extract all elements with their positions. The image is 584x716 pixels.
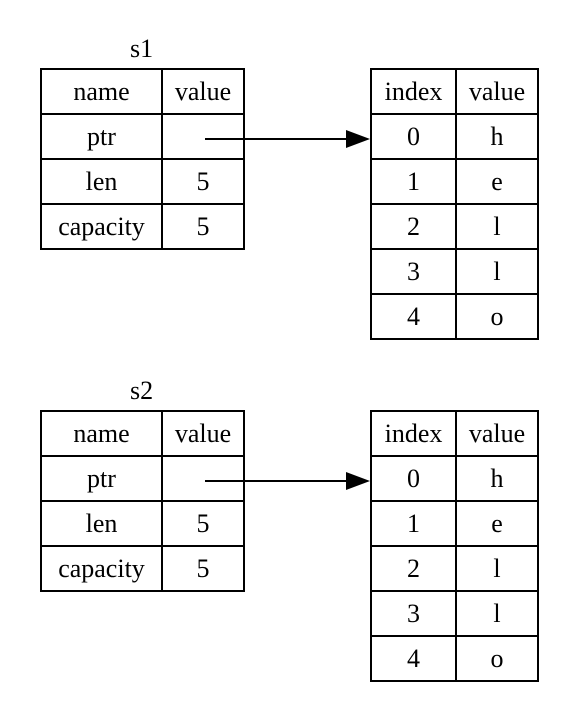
table-row: len 5 — [40, 500, 245, 547]
s1-stack-table: name value ptr len 5 capacity 5 — [40, 68, 245, 250]
table-row: 1 e — [370, 158, 539, 205]
field-value-cell — [161, 455, 245, 502]
table-row: 0 h — [370, 455, 539, 502]
table-row: 1 e — [370, 500, 539, 547]
index-cell: 0 — [370, 113, 457, 160]
table-row: ptr — [40, 455, 245, 502]
table-row: 0 h — [370, 113, 539, 160]
field-name-cell: capacity — [40, 545, 163, 592]
table-row: 4 o — [370, 635, 539, 682]
s1-label: s1 — [130, 34, 154, 63]
table-row: 3 l — [370, 590, 539, 637]
header-cell: value — [455, 410, 539, 457]
char-cell: o — [455, 635, 539, 682]
index-cell: 2 — [370, 545, 457, 592]
table-row: capacity 5 — [40, 203, 245, 250]
char-cell: o — [455, 293, 539, 340]
char-cell: l — [455, 203, 539, 250]
header-cell: value — [455, 68, 539, 115]
char-cell: l — [455, 590, 539, 637]
char-cell: e — [455, 158, 539, 205]
table-row: ptr — [40, 113, 245, 160]
table-row: len 5 — [40, 158, 245, 205]
header-cell: index — [370, 410, 457, 457]
index-cell: 0 — [370, 455, 457, 502]
field-name-cell: capacity — [40, 203, 163, 250]
table-row: index value — [370, 68, 539, 115]
table-row: 2 l — [370, 545, 539, 592]
index-cell: 4 — [370, 293, 457, 340]
index-cell: 3 — [370, 590, 457, 637]
char-cell: h — [455, 455, 539, 502]
index-cell: 2 — [370, 203, 457, 250]
field-name-cell: len — [40, 500, 163, 547]
index-cell: 4 — [370, 635, 457, 682]
header-cell: name — [40, 68, 163, 115]
table-row: capacity 5 — [40, 545, 245, 592]
field-value-cell — [161, 113, 245, 160]
index-cell: 1 — [370, 158, 457, 205]
index-cell: 3 — [370, 248, 457, 295]
char-cell: h — [455, 113, 539, 160]
table-row: index value — [370, 410, 539, 457]
field-value-cell: 5 — [161, 500, 245, 547]
header-cell: index — [370, 68, 457, 115]
field-name-cell: ptr — [40, 455, 163, 502]
table-row: 2 l — [370, 203, 539, 250]
header-cell: value — [161, 410, 245, 457]
s2-ptr-arrow — [205, 472, 370, 490]
s1-heap-table: index value 0 h 1 e 2 l 3 l 4 o — [370, 68, 539, 340]
table-row: name value — [40, 410, 245, 457]
table-row: 3 l — [370, 248, 539, 295]
field-name-cell: len — [40, 158, 163, 205]
field-value-cell: 5 — [161, 545, 245, 592]
table-row: 4 o — [370, 293, 539, 340]
s2-heap-table: index value 0 h 1 e 2 l 3 l 4 o — [370, 410, 539, 682]
char-cell: e — [455, 500, 539, 547]
char-cell: l — [455, 545, 539, 592]
field-name-cell: ptr — [40, 113, 163, 160]
header-cell: value — [161, 68, 245, 115]
field-value-cell: 5 — [161, 203, 245, 250]
header-cell: name — [40, 410, 163, 457]
table-row: name value — [40, 68, 245, 115]
s2-label: s2 — [130, 376, 154, 405]
field-value-cell: 5 — [161, 158, 245, 205]
index-cell: 1 — [370, 500, 457, 547]
s1-ptr-arrow — [205, 130, 370, 148]
char-cell: l — [455, 248, 539, 295]
s2-stack-table: name value ptr len 5 capacity 5 — [40, 410, 245, 592]
